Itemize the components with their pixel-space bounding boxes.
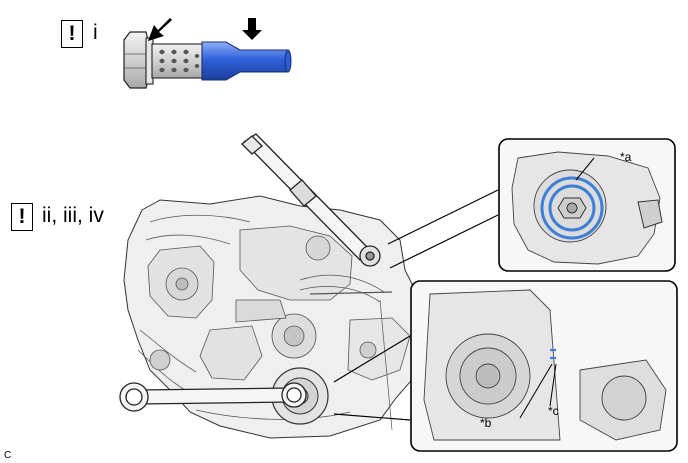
timing-mark-highlight (550, 348, 556, 360)
sprocket-blue-highlight (540, 176, 604, 240)
caution-icon-step-ii-iv: ! (11, 203, 33, 231)
arrow-left-indicator (148, 18, 172, 41)
callout-b: *b (480, 416, 492, 430)
oil-control-valve-illustration (123, 18, 292, 89)
step-ii-iv-label: ii, iii, iv (42, 204, 104, 227)
detail-view-camshaft-sprocket (498, 138, 676, 272)
detail-view-crankshaft-area (410, 280, 678, 452)
step-i-label: i (93, 21, 98, 44)
torque-wrench (241, 133, 381, 267)
ring-wrench (119, 382, 307, 412)
detail-leader-lines (333, 189, 499, 421)
caution-icon-step-i: ! (61, 20, 83, 48)
arrow-down-indicator (242, 18, 262, 40)
figure-code: C (4, 450, 12, 461)
callout-a: *a (620, 150, 632, 164)
callout-c: *c (548, 404, 559, 418)
